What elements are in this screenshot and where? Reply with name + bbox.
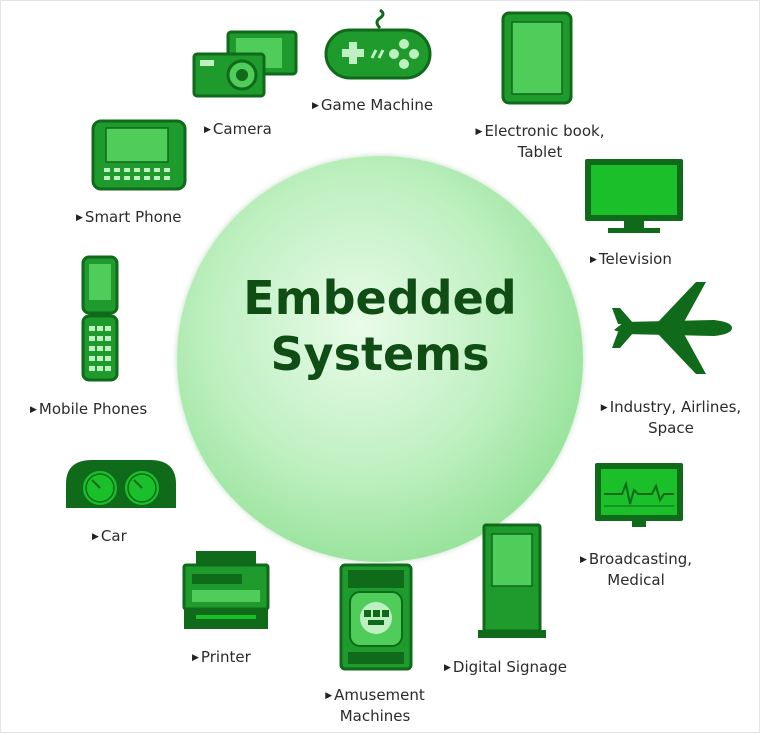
label-industry: ▶Industry, Airlines, Space (600, 398, 742, 437)
label-ebook: ▶Electronic book, Tablet (475, 122, 605, 161)
label-television: ▶Television (590, 250, 672, 268)
label-signage: ▶Digital Signage (444, 658, 567, 676)
label-camera: ▶Camera (204, 120, 272, 138)
television-icon (582, 156, 686, 236)
airplane-icon (610, 280, 734, 376)
monitor-icon (592, 460, 686, 530)
tablet-icon (500, 10, 574, 106)
label-amusement: ▶Amusement Machines (325, 686, 425, 725)
center-circle (177, 156, 583, 562)
label-car: ▶Car (92, 527, 127, 545)
car-dashboard-icon (62, 456, 180, 512)
label-broadcasting: ▶Broadcasting, Medical (579, 550, 693, 589)
flip-phone-icon (78, 254, 122, 384)
label-printer: ▶Printer (192, 648, 251, 666)
camera-icon (192, 28, 300, 100)
label-smartphone: ▶Smart Phone (76, 208, 182, 226)
slot-machine-icon (338, 562, 414, 672)
smartphone-icon (90, 118, 188, 192)
center-title: Embedded Systems (243, 271, 517, 381)
gamepad-icon (322, 6, 434, 82)
label-game-machine: ▶Game Machine (312, 96, 434, 114)
signage-icon (474, 522, 550, 642)
printer-icon (178, 548, 274, 632)
label-mobile: ▶Mobile Phones (30, 400, 148, 418)
